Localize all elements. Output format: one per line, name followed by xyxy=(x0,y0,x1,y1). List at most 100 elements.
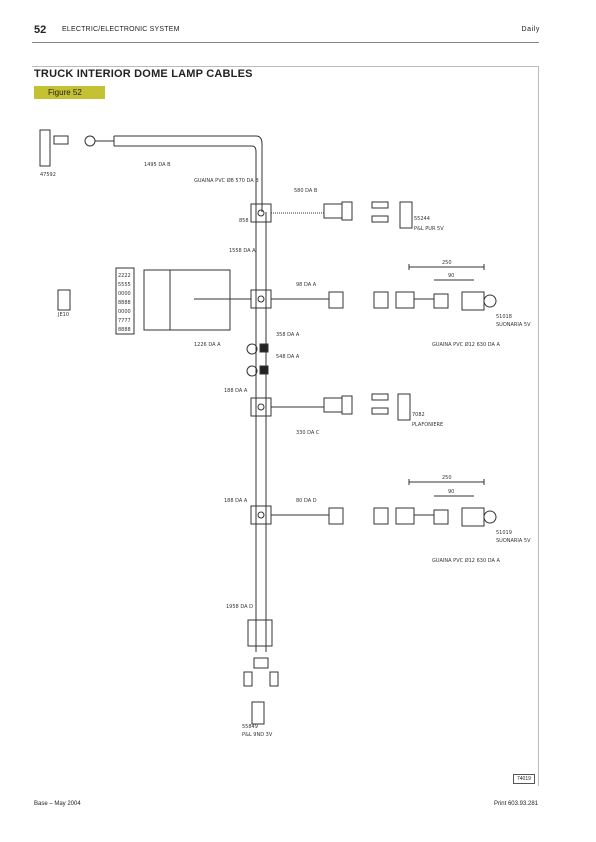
footer-edition: Base – May 2004 xyxy=(34,801,81,807)
grommet-2 xyxy=(433,509,449,525)
dim-98: 98 DA A xyxy=(296,282,317,288)
lamp-1 xyxy=(461,291,485,311)
dim-80: 80 DA D xyxy=(296,498,317,504)
plug-top xyxy=(84,135,96,147)
page-number: 52 xyxy=(34,24,47,36)
section-title: ELECTRIC/ELECTRONIC SYSTEM xyxy=(62,26,180,33)
marker-circle-1 xyxy=(246,343,258,355)
connector-r3 xyxy=(395,291,415,309)
main-trunk xyxy=(255,212,267,652)
wire-code-5: 0000 xyxy=(118,309,131,315)
dim-90b: 90 xyxy=(448,489,454,495)
label-box-top xyxy=(399,201,413,229)
label-conn-r1: SUONARIA 5V xyxy=(496,322,531,328)
connector-left xyxy=(57,289,71,311)
dim-1558: 1558 DA A xyxy=(229,248,256,254)
dim-858: 858 xyxy=(239,218,249,224)
junction-1 xyxy=(250,203,272,223)
label-conn-top-left: 47592 xyxy=(40,172,56,178)
label-conn-bottom-code: 55849 xyxy=(242,724,258,730)
dim-188a: 188 DA A xyxy=(224,388,248,394)
lead-top xyxy=(95,136,115,146)
connector-r4 xyxy=(328,507,344,525)
label-conn-left: JE10 xyxy=(57,312,69,318)
pin-3 xyxy=(371,393,389,401)
label-conn-mid-code: 7082 xyxy=(412,412,425,418)
connector-block-left xyxy=(169,269,231,331)
dim-330: 330 DA C xyxy=(296,430,320,436)
label-box-mid xyxy=(397,393,411,421)
dim-line-250a xyxy=(408,264,485,270)
label-conn-bottom: P&L 9ND 3V xyxy=(242,732,273,738)
wire-code-2: 5555 xyxy=(118,282,131,288)
wire-code-4: 8888 xyxy=(118,300,131,306)
label-conn-top-code: 55244 xyxy=(414,216,430,222)
dim-188b: 188 DA A xyxy=(224,498,248,504)
lamp-2-bulb xyxy=(483,510,497,524)
pin-2 xyxy=(371,215,389,223)
marker-1 xyxy=(259,343,269,353)
connector-small-1 xyxy=(53,135,69,145)
dim-sheath: GUAINA PVC Ø8 570 DA B xyxy=(194,177,259,184)
junction-2 xyxy=(250,289,272,309)
junction-4-dot xyxy=(257,511,265,519)
figure-badge: Figure 52 xyxy=(34,86,105,99)
pin-4 xyxy=(371,407,389,415)
pin-b2 xyxy=(269,671,279,687)
footer-print: Print 603.93.281 xyxy=(493,801,538,807)
label-conn-top: P&L PUR 5V xyxy=(414,226,444,232)
lamp-2 xyxy=(461,507,485,527)
label-conn-r2: SUONARIA 5V xyxy=(496,538,531,544)
dim-1226: 1226 DA A xyxy=(194,342,221,348)
label-grommet-1: GUAINA PVC Ø12 630 DA A xyxy=(432,341,500,348)
dim-harness-b: 1495 DA B xyxy=(144,162,171,168)
terminal-labels xyxy=(115,267,135,335)
label-conn-mid: PLAFONIERE xyxy=(412,422,443,428)
connector-bottom-plug xyxy=(253,657,269,669)
figure-frame xyxy=(32,66,539,786)
connector-mid xyxy=(323,397,343,413)
label-conn-r2-code: 51019 xyxy=(496,530,512,536)
wire-code-3: 0000 xyxy=(118,291,131,297)
dim-line-250b xyxy=(408,479,485,485)
wire-code-6: 7777 xyxy=(118,318,131,324)
connector-r2 xyxy=(373,291,389,309)
figure-code: 74019 xyxy=(513,774,535,784)
wire-code-7: 8888 xyxy=(118,327,131,333)
connector-top-left xyxy=(39,129,51,167)
grommet-1 xyxy=(433,293,449,309)
junction-4 xyxy=(250,505,272,525)
page-title: TRUCK INTERIOR DOME LAMP CABLES xyxy=(34,68,253,80)
wiring-diagram: 1495 DA B GUAINA PVC Ø8 570 DA B 858 155… xyxy=(39,129,531,738)
label-grommet-2: GUAINA PVC Ø12 630 DA A xyxy=(432,557,500,564)
header-divider xyxy=(32,42,539,43)
wire-code-1: 2222 xyxy=(118,273,131,279)
connector-b1-cap xyxy=(341,201,353,221)
connector-r6 xyxy=(395,507,415,525)
label-conn-r1-code: 51018 xyxy=(496,314,512,320)
label-box-bottom xyxy=(251,701,265,725)
junction-1-dot xyxy=(257,209,265,217)
dim-250a: 250 xyxy=(442,260,452,266)
dim-580: 580 DA B xyxy=(294,188,318,194)
terminal-strip xyxy=(143,269,171,331)
connector-r5 xyxy=(373,507,389,525)
dim-358: 358 DA A xyxy=(276,332,300,338)
harness-b xyxy=(114,135,263,212)
dim-90a: 90 xyxy=(448,273,454,279)
brand-label: Daily xyxy=(521,26,540,33)
connector-mid-cap xyxy=(341,395,353,415)
junction-2-dot xyxy=(257,295,265,303)
connector-b1 xyxy=(323,203,343,219)
dim-250b: 250 xyxy=(442,475,452,481)
connector-r1 xyxy=(328,291,344,309)
marker-2 xyxy=(259,365,269,375)
pin-b1 xyxy=(243,671,253,687)
connector-bottom xyxy=(247,619,273,647)
lamp-1-bulb xyxy=(483,294,497,308)
junction-3 xyxy=(250,397,272,417)
marker-circle-2 xyxy=(246,365,258,377)
junction-3-dot xyxy=(257,403,265,411)
dim-548: 548 DA A xyxy=(276,354,300,360)
dim-1958: 1958 DA D xyxy=(226,604,253,610)
